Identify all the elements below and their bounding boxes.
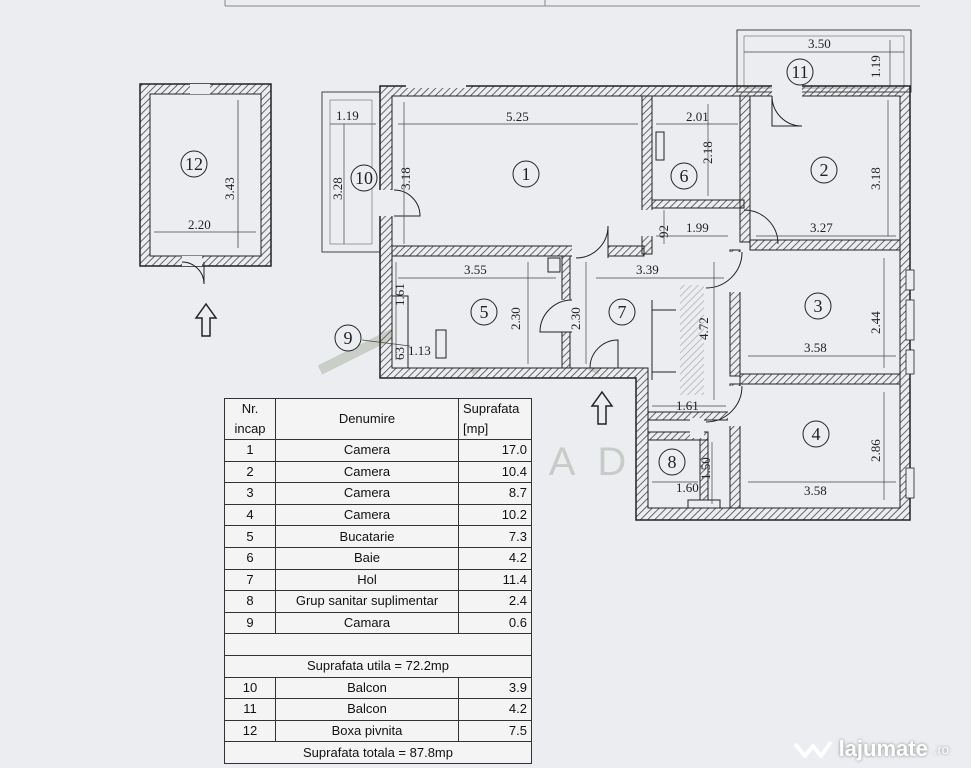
dim-r1-w: 5.25: [506, 109, 529, 124]
brand-name: lajumate: [838, 736, 928, 761]
dim-r12-h: 3.43: [222, 177, 237, 200]
entrance-arrow-cellar-icon: [194, 302, 218, 337]
apartment-walls: [378, 84, 915, 521]
dimension-labels: 2.20 3.43 1.19 3.28 3.18 5.25 2.01 2.18 …: [188, 36, 883, 498]
dim-r11-w: 3.50: [808, 36, 831, 51]
col-header-area: Suprafata[mp]: [458, 398, 532, 440]
room-number-3: 3: [814, 296, 823, 316]
dim-r10-h: 3.28: [330, 177, 345, 200]
table-header: Nr.incap Denumire Suprafata[mp]: [224, 398, 532, 440]
room-number-7: 7: [618, 302, 627, 322]
col-header-name: Denumire: [275, 398, 459, 440]
dim-r5-h2: 2.30: [568, 307, 583, 330]
dim-hall-b: 92: [656, 225, 671, 238]
dimension-lines: [330, 40, 904, 504]
room-number-1: 1: [522, 164, 531, 184]
dim-r9-h: 1.61: [392, 283, 407, 306]
dim-r3-h: 2.44: [868, 311, 883, 334]
dim-r12-w: 2.20: [188, 217, 211, 232]
useful-area-text: Suprafata utila = 72.2mp: [224, 654, 532, 678]
room-12-cellar: [139, 83, 272, 285]
dim-r2-h: 3.18: [868, 167, 883, 190]
dim-r6-h: 2.18: [700, 141, 715, 164]
dim-r3-w: 3.58: [804, 340, 827, 355]
dim-r4-h: 2.86: [868, 439, 883, 462]
room-number-6: 6: [680, 166, 689, 186]
useful-area-row: Suprafata utila = 72.2mp: [224, 654, 532, 678]
brand-suffix: .ro: [933, 741, 949, 757]
dim-hall-h: 4.72: [696, 317, 711, 340]
brand-logo-icon: [793, 740, 833, 758]
dim-r9-w: 1.13: [408, 343, 431, 358]
dim-r8-w: 1.60: [676, 480, 699, 495]
room-number-10: 10: [355, 168, 373, 188]
dim-r5-h: 2.30: [508, 307, 523, 330]
total-area-row: Suprafata totala = 87.8mp: [224, 741, 532, 764]
dim-r4-w: 3.58: [804, 483, 827, 498]
col-header-nr: Nr.incap: [224, 398, 276, 440]
dim-r11-h: 1.19: [868, 55, 883, 78]
dim-r5-w: 3.55: [464, 262, 487, 277]
room-number-8: 8: [668, 452, 677, 472]
dim-r6-w: 2.01: [686, 109, 709, 124]
entrance-arrow-apartment-icon: [590, 390, 614, 425]
room-number-2: 2: [820, 160, 829, 180]
dim-hall-w: 3.39: [636, 262, 659, 277]
room-number-11: 11: [791, 62, 808, 82]
room-number-labels: 12 10 1 11 6 2 5 7 9 3 8 4: [185, 62, 829, 472]
dim-r2-w: 3.27: [810, 220, 833, 235]
room-number-9: 9: [344, 328, 353, 348]
dim-r8-h: 1.50: [698, 457, 713, 480]
room-11-balcony: [736, 29, 912, 93]
room-markers: [180, 58, 838, 476]
room-number-4: 4: [812, 424, 821, 444]
room-number-5: 5: [480, 302, 489, 322]
dim-r9-d: 63: [392, 347, 407, 360]
brand-watermark: lajumate .ro: [793, 736, 949, 762]
total-area-text: Suprafata totala = 87.8mp: [224, 741, 532, 764]
dim-r10-h2: 3.18: [398, 167, 413, 190]
dim-r8-top: 1.61: [676, 398, 699, 413]
dim-hall-a: 1.99: [686, 220, 709, 235]
room-number-12: 12: [185, 154, 203, 174]
dim-r10-w: 1.19: [336, 108, 359, 123]
table-spacer-row: [224, 633, 532, 656]
